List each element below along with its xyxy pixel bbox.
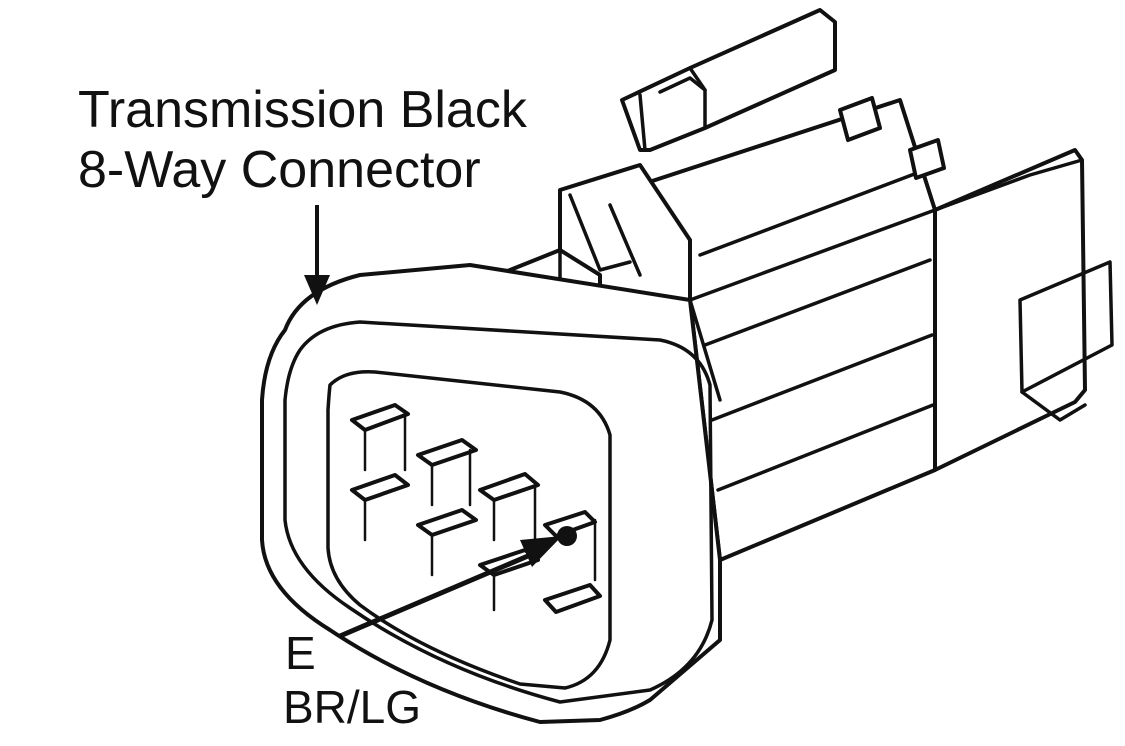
title-leader-arrow [304, 205, 330, 305]
pin-3 [478, 472, 540, 502]
pin-8 [543, 583, 602, 614]
connector-title-line-1: Transmission Black [78, 81, 527, 139]
wire-color-label: BR/LG [283, 681, 422, 733]
pin-leader-arrow [339, 536, 562, 639]
pin-2 [416, 438, 478, 467]
connector-title-line-2: 8-Way Connector [78, 141, 481, 199]
rear-flange [928, 148, 1114, 472]
pin-e-marker [557, 526, 577, 546]
pin-6 [416, 508, 478, 537]
pin-letter-label: E [285, 627, 316, 679]
pin-5 [350, 473, 410, 502]
pin-1 [350, 403, 410, 432]
